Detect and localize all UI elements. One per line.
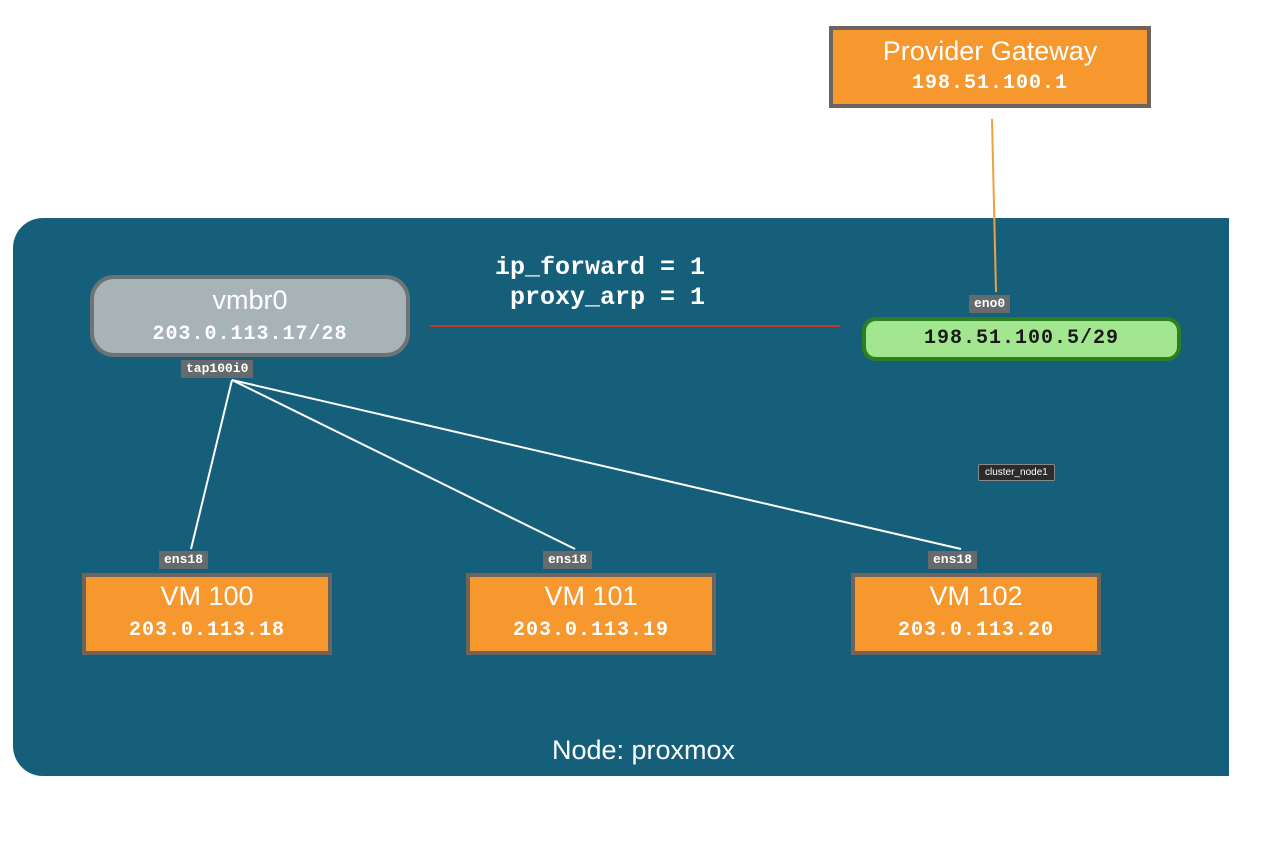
- node-label: Node: proxmox: [551, 735, 736, 765]
- vm102-address: 203.0.113.20: [897, 619, 1055, 642]
- vm101-link: [231, 379, 576, 550]
- vm102-box: VM 102 203.0.113.20: [851, 573, 1101, 655]
- bridge-title: vmbr0: [212, 285, 288, 315]
- gateway-address: 198.51.100.1: [911, 72, 1069, 95]
- uplink-address: 198.51.100.5/29: [923, 327, 1120, 350]
- uplink-box: 198.51.100.5/29: [862, 317, 1181, 361]
- sysctl-ip-forward: ip_forward = 1: [495, 253, 706, 282]
- vm101-box: VM 101 203.0.113.19: [466, 573, 716, 655]
- gateway-title: Provider Gateway: [882, 36, 1098, 66]
- provider-gateway-box: Provider Gateway 198.51.100.1: [829, 26, 1151, 108]
- tap-interface-label: tap100i0: [181, 360, 254, 378]
- vm100-link: [190, 379, 233, 550]
- uplink-interface-label: eno0: [969, 295, 1011, 313]
- vm100-address: 203.0.113.18: [128, 619, 286, 642]
- vm100-box: VM 100 203.0.113.18: [82, 573, 332, 655]
- vm102-link: [231, 379, 962, 550]
- vm101-title: VM 101: [544, 581, 638, 611]
- vm102-interface-label: ens18: [928, 551, 978, 569]
- vm100-title: VM 100: [160, 581, 254, 611]
- vm100-interface-label: ens18: [159, 551, 209, 569]
- cluster-node-tooltip: cluster_node1: [978, 464, 1055, 481]
- bridge-box: vmbr0 203.0.113.17/28: [90, 275, 410, 357]
- vm101-address: 203.0.113.19: [512, 619, 670, 642]
- sysctl-settings: ip_forward = 1 proxy_arp = 1: [495, 253, 705, 313]
- bridge-address: 203.0.113.17/28: [152, 323, 348, 346]
- sysctl-proxy-arp: proxy_arp = 1: [495, 283, 706, 312]
- gateway-link: [991, 118, 997, 293]
- vm101-interface-label: ens18: [543, 551, 593, 569]
- vm102-title: VM 102: [929, 581, 1023, 611]
